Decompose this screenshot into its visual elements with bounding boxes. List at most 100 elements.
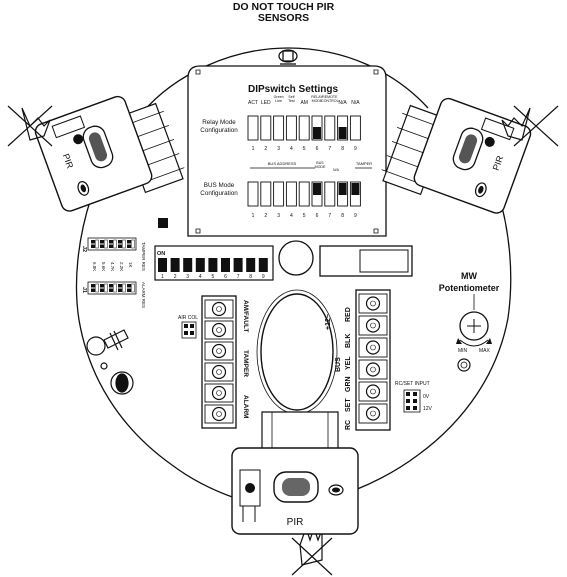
- main-dip-num-5: 5: [212, 274, 215, 280]
- main-dip-switch-4: [195, 258, 205, 272]
- alarm-res-label: ALARM RES: [141, 282, 146, 308]
- relay-num-6: 6: [316, 146, 319, 152]
- terminal-amfault: AM/FAULT: [242, 300, 249, 332]
- no-touch-hand-icon-right: [501, 105, 559, 147]
- warning-title-line1: DO NOT TOUCH PIR: [232, 1, 335, 13]
- bus-switch-2: [260, 181, 272, 207]
- pir-sensor-left: PIR: [34, 95, 185, 212]
- pir-label-bottom: PIR: [287, 517, 304, 528]
- main-dip-switch-1: [158, 258, 167, 272]
- bus-num-9: 9: [354, 213, 357, 219]
- left-terminal-block: AM/FAULT TAMPER ALARM: [201, 295, 249, 429]
- bus-switch-5: [298, 181, 310, 207]
- pot-min: MIN: [458, 348, 468, 354]
- relay-label-2: Configuration: [200, 127, 238, 134]
- main-dip-num-9: 9: [262, 274, 265, 280]
- right-terminal-label-8: RC: [345, 420, 352, 430]
- bus-num-5: 5: [303, 213, 306, 219]
- dip-on-label: ON: [157, 251, 165, 257]
- pir-sensor-bottom: PIR: [231, 411, 359, 535]
- bus-mode-dip: [247, 181, 361, 207]
- pir-sensor-right: PIR: [381, 97, 532, 214]
- main-dip-num-1: 1: [161, 274, 164, 280]
- right-terminal-label-6: GRN: [345, 376, 352, 392]
- relay-header-8: N/A: [338, 100, 347, 106]
- right-terminal-label-2: RED: [345, 307, 352, 322]
- bus-label-1: BUS Mode: [204, 182, 235, 189]
- pir-label-left: PIR: [61, 152, 76, 170]
- bus-num-7: 7: [328, 213, 331, 219]
- bus-num-4: 4: [290, 213, 293, 219]
- relay-num-3: 3: [277, 146, 280, 152]
- main-dip-switch-5: [208, 258, 218, 272]
- board-outline: [75, 47, 512, 499]
- tamper-header: TAMPER: [356, 161, 372, 166]
- bus-switch-7: [324, 181, 336, 207]
- jumper-j2-label: J2: [81, 246, 87, 252]
- pot-max: MAX: [479, 348, 491, 354]
- relay-switch-7: [324, 115, 336, 141]
- relay-switch-1: [247, 115, 259, 141]
- relay-num-7: 7: [328, 146, 331, 152]
- right-terminal-label-5: YEL: [345, 356, 352, 370]
- main-dip-num-3: 3: [186, 274, 189, 280]
- no-touch-hand-icon-bottom: [291, 526, 333, 576]
- left-components: [86, 329, 134, 395]
- bus-label-2: Configuration: [200, 190, 238, 197]
- jumper-value-5: 1K: [128, 262, 133, 268]
- jumper-block-lower: J1 ALARM RES: [81, 281, 146, 308]
- central-oval-opening: [260, 293, 334, 411]
- relay-num-5: 5: [303, 146, 306, 152]
- no-touch-hand-icon-left: [7, 105, 53, 147]
- main-dip-switch-2: [170, 258, 180, 272]
- jumper-block-upper: J2 TAMPER RES: [81, 237, 146, 271]
- bus-num-6: 6: [316, 213, 319, 219]
- jumper-value-3: 4.7K: [110, 262, 115, 271]
- jumper-value-1: 6.8K: [92, 262, 97, 271]
- dip-settings-title: DIPswitch Settings: [248, 84, 338, 95]
- main-dip-switch-3: [183, 258, 193, 272]
- bus-num-1: 1: [252, 213, 255, 219]
- main-dip-switch-7: [233, 258, 243, 272]
- bus-num-8: 8: [341, 213, 344, 219]
- main-dip-num-6: 6: [224, 274, 227, 280]
- relay-header-2: LED: [261, 100, 271, 106]
- right-terminal-label-4: BUS: [335, 357, 342, 372]
- bus-switch-1: [247, 181, 259, 207]
- relay-num-4: 4: [290, 146, 293, 152]
- mw-potentiometer: MW Potentiometer MIN MAX: [439, 271, 500, 372]
- bus-switch-4: [285, 181, 297, 207]
- air-col-label: AIR COL: [178, 315, 198, 321]
- main-dip-switch-8: [246, 258, 256, 272]
- pot-title-1: MW: [461, 271, 477, 281]
- pot-title-2: Potentiometer: [439, 283, 500, 293]
- top-mount-loop: [278, 49, 298, 65]
- terminal-alarm: ALARM: [242, 395, 249, 418]
- bus-num-3: 3: [277, 213, 280, 219]
- main-dip-num-8: 8: [249, 274, 252, 280]
- relay-num-8: 8: [341, 146, 344, 152]
- jumper-value-4: 2.2K: [119, 262, 124, 271]
- relay-switch-3: [273, 115, 285, 141]
- dipswitch-settings-panel: DIPswitch Settings Relay Mode Configurat…: [187, 65, 387, 237]
- relay-header-9: N/A: [351, 100, 360, 106]
- terminal-tamper: TAMPER: [242, 350, 249, 377]
- relay-switch-9: [349, 115, 361, 141]
- relay-header-1: ACT: [248, 100, 258, 106]
- jumper-j1-label: J1: [81, 287, 87, 293]
- bus-switch-3: [273, 181, 285, 207]
- buzzer: [278, 240, 314, 276]
- relay-switch-4: [285, 115, 297, 141]
